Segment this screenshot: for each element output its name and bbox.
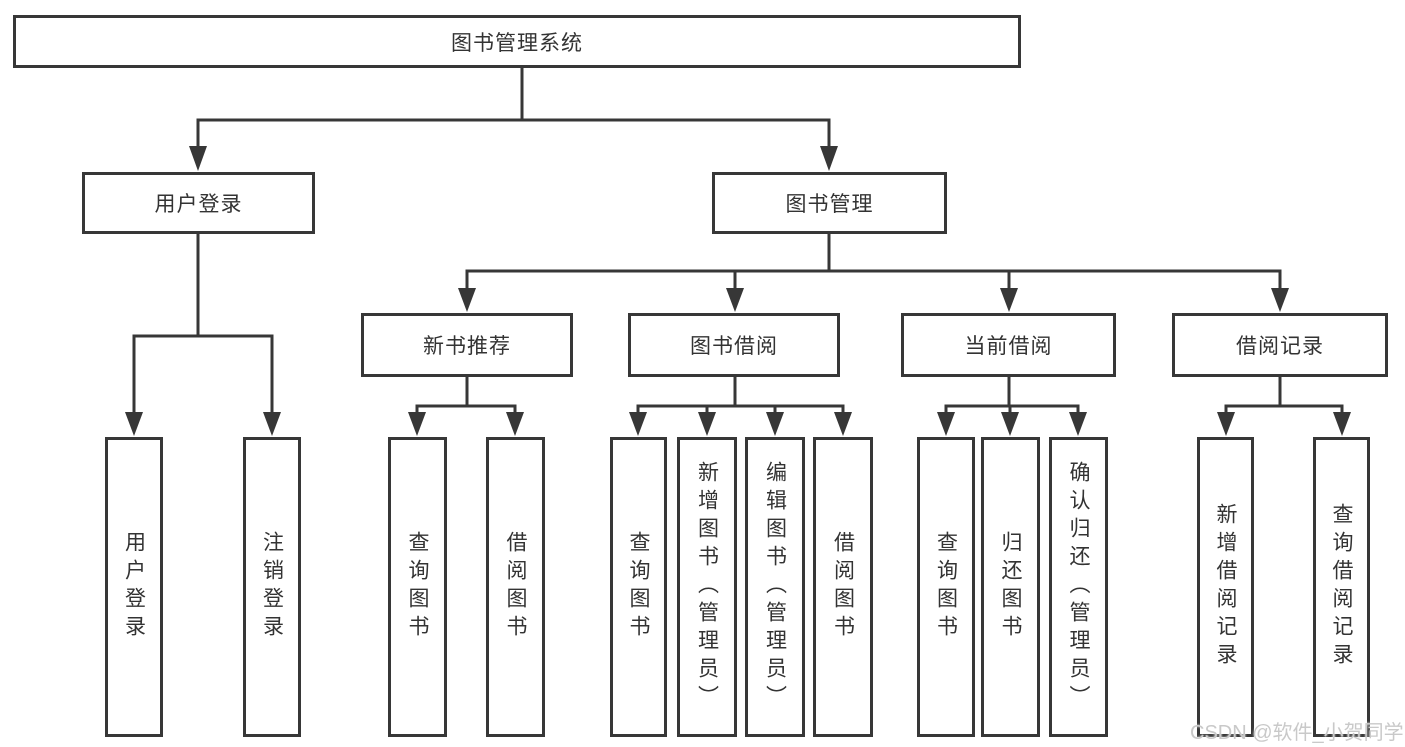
node-new-book-recommendation: 新书推荐: [361, 313, 573, 377]
node-label: 编辑图书（管理员）: [763, 461, 787, 713]
arrowhead-down: [766, 412, 784, 436]
node-label: 查询图书: [934, 531, 958, 643]
arrowhead-down: [125, 412, 143, 436]
arrowhead-down: [263, 412, 281, 436]
node-current-borrowing: 当前借阅: [901, 313, 1116, 377]
arrowhead-down: [458, 288, 476, 312]
arrowhead-down: [1333, 412, 1351, 436]
arrowhead-down: [1000, 288, 1018, 312]
arrowhead-group: [125, 146, 1351, 436]
leaf-add-books-admin: 新增图书（管理员）: [677, 437, 737, 737]
leaf-edit-books-admin: 编辑图书（管理员）: [745, 437, 805, 737]
arrowhead-down: [1217, 412, 1235, 436]
node-book-borrowing: 图书借阅: [628, 313, 840, 377]
leaf-user-login: 用户登录: [105, 437, 163, 737]
node-label: 新增借阅记录: [1214, 503, 1237, 671]
node-library-management-system: 图书管理系统: [13, 15, 1021, 68]
node-label: 查询图书: [627, 531, 650, 643]
leaf-query-books-recommendation: 查询图书: [388, 437, 447, 737]
node-label: 图书管理: [785, 193, 874, 216]
leaf-borrow-books-recommendation: 借阅图书: [486, 437, 545, 737]
node-book-management: 图书管理: [712, 172, 947, 234]
node-label: 归还图书: [999, 531, 1022, 643]
arrowhead-down: [629, 412, 647, 436]
node-label: 借阅图书: [504, 531, 527, 643]
arrowhead-down: [937, 412, 955, 436]
leaf-logout: 注销登录: [243, 437, 301, 737]
arrowhead-down: [408, 412, 426, 436]
node-label: 新增图书（管理员）: [695, 461, 719, 713]
leaf-query-borrowing-record: 查询借阅记录: [1313, 437, 1370, 737]
csdn-watermark: CSDN @软件_小贺同学: [1190, 722, 1404, 744]
leaf-add-borrowing-record: 新增借阅记录: [1197, 437, 1254, 737]
arrowhead-down: [820, 146, 838, 171]
arrowhead-down: [189, 146, 207, 171]
node-label: 借阅记录: [1236, 335, 1324, 358]
arrowhead-down: [726, 288, 744, 312]
node-label: 查询借阅记录: [1330, 503, 1353, 671]
leaf-query-books-borrowing: 查询图书: [610, 437, 667, 737]
arrowhead-down: [506, 412, 524, 436]
node-label: 注销登录: [260, 531, 284, 643]
node-label: 新书推荐: [423, 335, 511, 358]
node-borrowing-records: 借阅记录: [1172, 313, 1388, 377]
node-user-login: 用户登录: [82, 172, 315, 234]
leaf-query-books-current: 查询图书: [917, 437, 975, 737]
arrowhead-down: [1069, 412, 1087, 436]
node-label: 确认归还（管理员）: [1067, 461, 1090, 713]
arrowhead-down: [1001, 412, 1019, 436]
node-label: 图书借阅: [690, 335, 778, 358]
node-label: 查询图书: [406, 531, 429, 643]
leaf-return-books: 归还图书: [981, 437, 1040, 737]
leaf-confirm-return-admin: 确认归还（管理员）: [1049, 437, 1108, 737]
node-label: 当前借阅: [964, 335, 1053, 358]
arrowhead-down: [698, 412, 716, 436]
leaf-borrow-books-borrowing: 借阅图书: [813, 437, 873, 737]
node-label: 图书管理系统: [451, 31, 583, 55]
arrowhead-down: [834, 412, 852, 436]
node-label: 借阅图书: [831, 531, 855, 643]
node-label: 用户登录: [154, 193, 243, 216]
arrowhead-down: [1271, 288, 1289, 312]
node-label: 用户登录: [122, 531, 146, 643]
